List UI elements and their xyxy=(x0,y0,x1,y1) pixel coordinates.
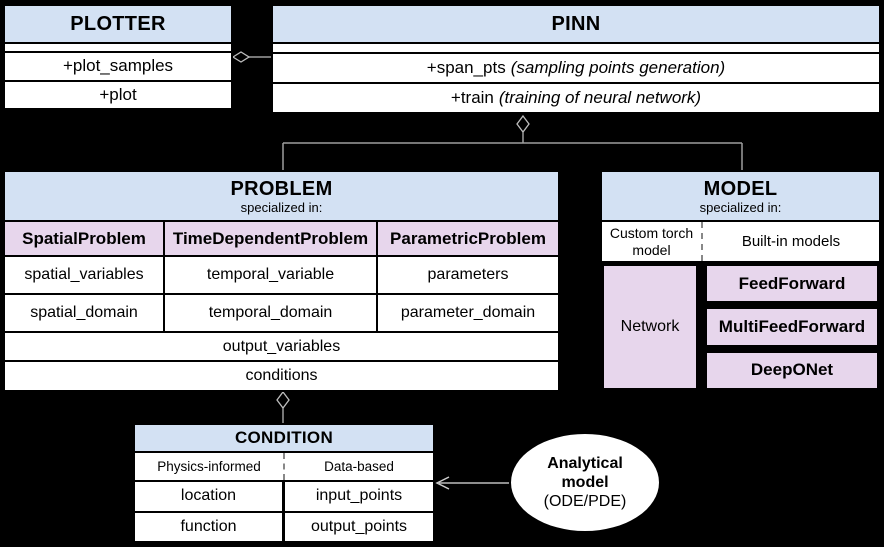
aggregation-diamond-icon xyxy=(516,114,530,134)
model-body: Network FeedForward MultiFeedForward Dee… xyxy=(602,264,879,390)
model-class-box: MODEL specialized in: Custom torch model… xyxy=(600,170,881,392)
table-cell: output_points xyxy=(310,517,408,535)
model-title: MODEL xyxy=(703,177,778,200)
empty-attribute-row xyxy=(5,44,231,53)
pinn-header: PINN xyxy=(273,6,879,44)
problem-table: SpatialProblem TimeDependentProblem Para… xyxy=(5,222,558,390)
built-in-models-list: FeedForward MultiFeedForward DeepONet xyxy=(705,264,879,390)
table-cell: parameter_domain xyxy=(378,295,558,333)
plotter-title: PLOTTER xyxy=(70,12,166,35)
aggregation-plotter-pinn xyxy=(231,51,271,63)
pinn-method-row: +train (training of neural network) xyxy=(273,84,879,112)
model-item: FeedForward xyxy=(705,264,879,304)
shared-row: output_variables xyxy=(5,333,558,362)
subclass-header: TimeDependentProblem xyxy=(165,222,378,257)
problem-class-box: PROBLEM specialized in: SpatialProblem T… xyxy=(3,170,560,392)
network-cell: Network xyxy=(602,264,698,390)
method-note: (sampling points generation) xyxy=(510,58,726,77)
open-arrowhead-icon xyxy=(435,476,450,490)
table-cell: spatial_variables xyxy=(5,257,165,295)
shared-row: conditions xyxy=(5,362,558,390)
plotter-class-box: PLOTTER +plot_samples +plot xyxy=(3,4,233,110)
arrow-analytical-condition xyxy=(435,476,509,490)
condition-class-box: CONDITION Physics-informed Data-based lo… xyxy=(133,423,435,543)
model-subheader-row: Custom torch model Built-in models xyxy=(602,222,879,264)
data-based-label: Data-based xyxy=(324,459,394,474)
model-header: MODEL specialized in: xyxy=(602,172,879,222)
condition-title: CONDITION xyxy=(234,428,334,447)
table-cell: input_points xyxy=(315,487,403,505)
empty-attribute-row xyxy=(273,44,879,54)
pinn-class-box: PINN +span_pts (sampling points generati… xyxy=(271,4,881,114)
aggregation-problem-condition xyxy=(276,390,290,423)
analytical-model-ellipse: Analytical model (ODE/PDE) xyxy=(509,432,661,533)
method-label: +span_pts xyxy=(426,58,506,77)
physics-informed-label: Physics-informed xyxy=(135,453,285,480)
table-cell: temporal_domain xyxy=(165,295,378,333)
problem-subtitle: specialized in: xyxy=(240,199,323,215)
method-label: +train xyxy=(450,88,494,107)
subclass-header: ParametricProblem xyxy=(378,222,558,257)
condition-header: CONDITION xyxy=(135,425,433,453)
pinn-method-row: +span_pts (sampling points generation) xyxy=(273,54,879,84)
table-cell: temporal_variable xyxy=(165,257,378,295)
subclass-header: SpatialProblem xyxy=(5,222,165,257)
model-subtitle: specialized in: xyxy=(699,199,782,215)
model-item: DeepONet xyxy=(705,350,879,390)
condition-row: function output_points xyxy=(135,512,433,541)
method-label: +plot xyxy=(99,84,137,104)
table-cell: spatial_domain xyxy=(5,295,165,333)
problem-header: PROBLEM specialized in: xyxy=(5,172,558,222)
plotter-header: PLOTTER xyxy=(5,6,231,44)
table-cell: parameters xyxy=(378,257,558,295)
aggregation-pinn-children xyxy=(282,114,743,170)
method-label: +plot_samples xyxy=(62,56,174,76)
aggregation-diamond-icon xyxy=(276,390,290,410)
problem-title: PROBLEM xyxy=(230,177,333,200)
model-item: MultiFeedForward xyxy=(705,307,879,347)
table-cell: function xyxy=(135,512,285,541)
condition-row: location input_points xyxy=(135,482,433,513)
method-note: (training of neural network) xyxy=(498,88,702,107)
analytical-label-line2: model xyxy=(561,473,609,491)
plotter-method-row: +plot_samples xyxy=(5,53,231,82)
pinn-title: PINN xyxy=(551,12,601,35)
custom-torch-model-label: Custom torch model xyxy=(602,222,703,261)
analytical-label-line3: (ODE/PDE) xyxy=(543,493,627,511)
table-cell: location xyxy=(135,482,285,511)
condition-subheader-row: Physics-informed Data-based xyxy=(135,453,433,482)
plotter-method-row: +plot xyxy=(5,82,231,109)
built-in-models-label: Built-in models xyxy=(741,233,841,250)
aggregation-diamond-icon xyxy=(231,51,251,63)
analytical-label-line1: Analytical xyxy=(547,454,623,472)
